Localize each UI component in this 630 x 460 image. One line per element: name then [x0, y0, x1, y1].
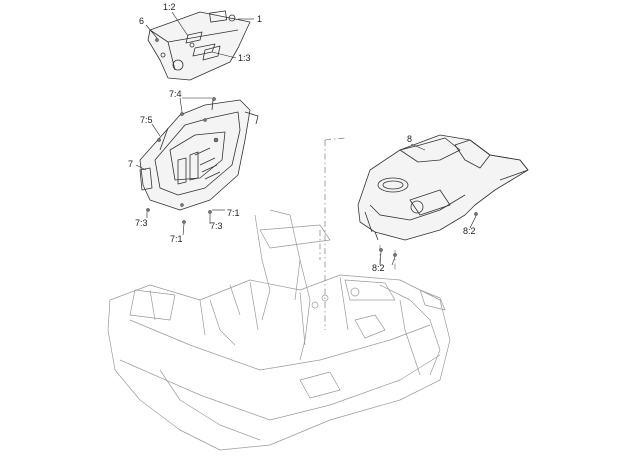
- control-panel-part: [147, 10, 251, 81]
- fasteners: [146, 38, 478, 257]
- callout-1: 1: [257, 14, 262, 24]
- callout-1-2: 1:2: [163, 2, 176, 12]
- callout-8-2-bottom: 8:2: [372, 263, 385, 273]
- callout-7-4: 7:4: [169, 89, 182, 99]
- callout-7-3-left: 7:3: [135, 218, 148, 228]
- callout-7-3-right: 7:3: [210, 221, 223, 231]
- callout-7-1-right: 7:1: [227, 208, 240, 218]
- control-tray-part: [139, 99, 259, 211]
- callout-8-2-right: 8:2: [463, 226, 476, 236]
- callout-8: 8: [407, 134, 412, 144]
- callout-1-3: 1:3: [238, 53, 251, 63]
- callout-7: 7: [128, 159, 133, 169]
- callout-labels: 1 1:2 1:3 6 7:4 7:5 7 7:3 7:3 7:1 7:1 8 …: [128, 2, 476, 273]
- callout-6: 6: [139, 16, 144, 26]
- callout-7-5: 7:5: [140, 115, 153, 125]
- console-shroud-part: [357, 134, 529, 241]
- callout-7-1-bottom: 7:1: [170, 234, 183, 244]
- chassis-frame: [107, 209, 451, 451]
- leader-lines: [135, 11, 477, 266]
